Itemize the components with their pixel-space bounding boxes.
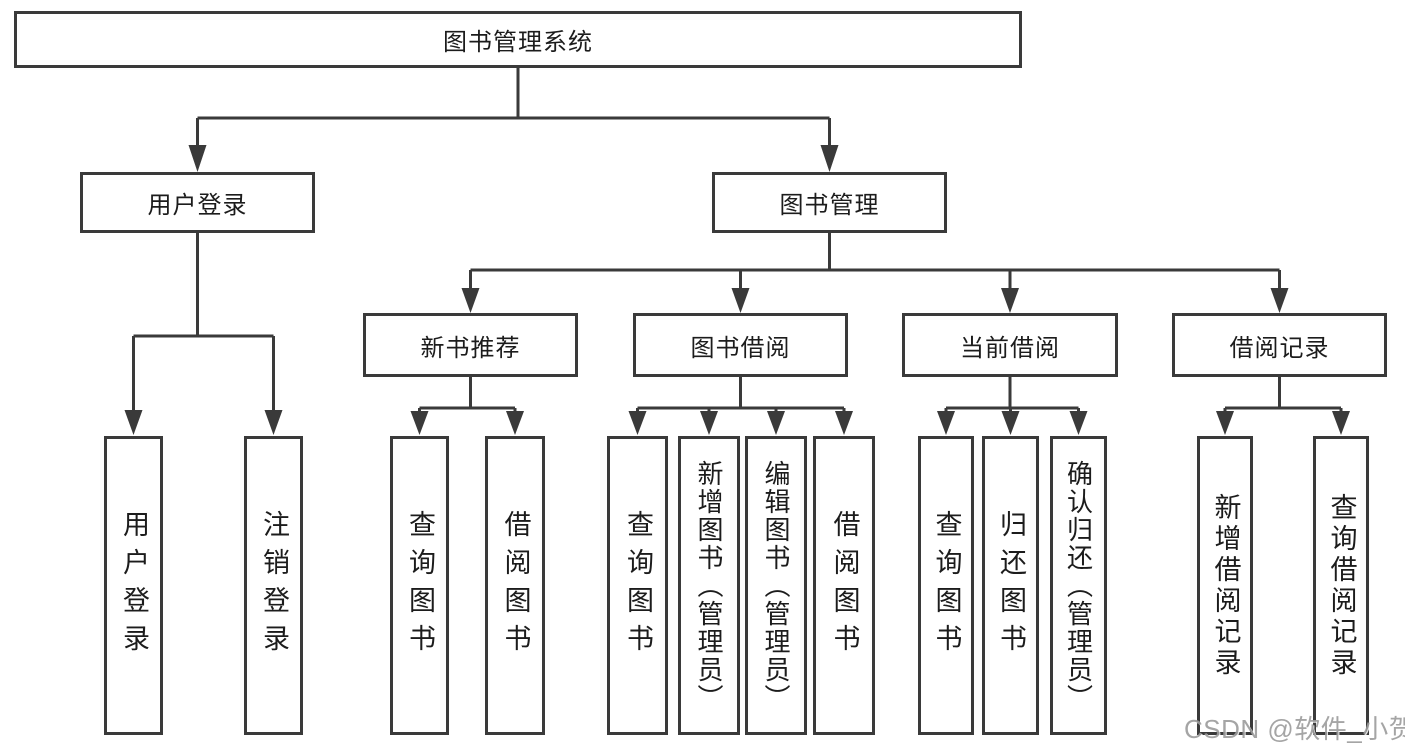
arrowhead: [731, 288, 750, 313]
arrowhead: [628, 411, 647, 435]
arrowhead: [1332, 411, 1350, 435]
connector-book-borrow: [636, 377, 846, 414]
node-root: 图书管理系统: [14, 11, 1022, 68]
connector-user-login: [132, 233, 275, 412]
node-book-mgmt: 图书管理: [712, 172, 947, 233]
arrowhead: [767, 411, 785, 435]
leaf-confirm-return-admin: 确认归还（管理员）: [1050, 436, 1107, 735]
arrowhead: [124, 410, 143, 435]
arrowhead: [461, 288, 480, 313]
connector-borrow-records: [1223, 377, 1343, 414]
connector-book-mgmt: [469, 233, 1281, 290]
node-current-borrow: 当前借阅: [902, 313, 1118, 377]
connector-current-borrow: [944, 377, 1080, 414]
leaf-add-borrow-record: 新增借阅记录: [1197, 436, 1253, 735]
leaf-user-login: 用户登录: [104, 436, 163, 735]
watermark: CSDN @软件_小贺同学: [1184, 714, 1405, 744]
leaf-return-book: 归还图书: [982, 436, 1039, 735]
arrowhead: [937, 411, 955, 435]
leaf-edit-book-admin: 编辑图书（管理员）: [745, 436, 807, 735]
arrowhead: [264, 410, 283, 435]
leaf-query-borrow-record: 查询借阅记录: [1313, 436, 1369, 735]
arrowhead: [700, 411, 718, 435]
leaf-logout: 注销登录: [244, 436, 303, 735]
leaf-query-books-borrow: 查询图书: [607, 436, 668, 735]
leaf-borrow-books: 借阅图书: [813, 436, 875, 735]
arrowhead: [410, 411, 429, 435]
node-new-books: 新书推荐: [363, 313, 578, 377]
connector-root-to-level2: [196, 68, 831, 147]
arrowhead: [1069, 411, 1088, 435]
arrowhead: [506, 411, 524, 435]
node-user-login: 用户登录: [80, 172, 315, 233]
arrowhead: [835, 411, 853, 435]
connector-new-books: [418, 377, 517, 414]
leaf-query-books-recommend: 查询图书: [390, 436, 449, 735]
arrowhead: [1216, 411, 1234, 435]
arrowhead: [1001, 411, 1020, 435]
node-borrow-records: 借阅记录: [1172, 313, 1387, 377]
leaf-query-books-current: 查询图书: [918, 436, 974, 735]
arrowhead: [188, 145, 207, 172]
node-book-borrow: 图书借阅: [633, 313, 848, 377]
arrowhead: [1001, 288, 1019, 313]
leaf-borrow-books-recommend: 借阅图书: [485, 436, 545, 735]
arrowhead: [820, 145, 839, 172]
leaf-add-book-admin: 新增图书（管理员）: [678, 436, 740, 735]
arrowhead: [1270, 288, 1289, 313]
